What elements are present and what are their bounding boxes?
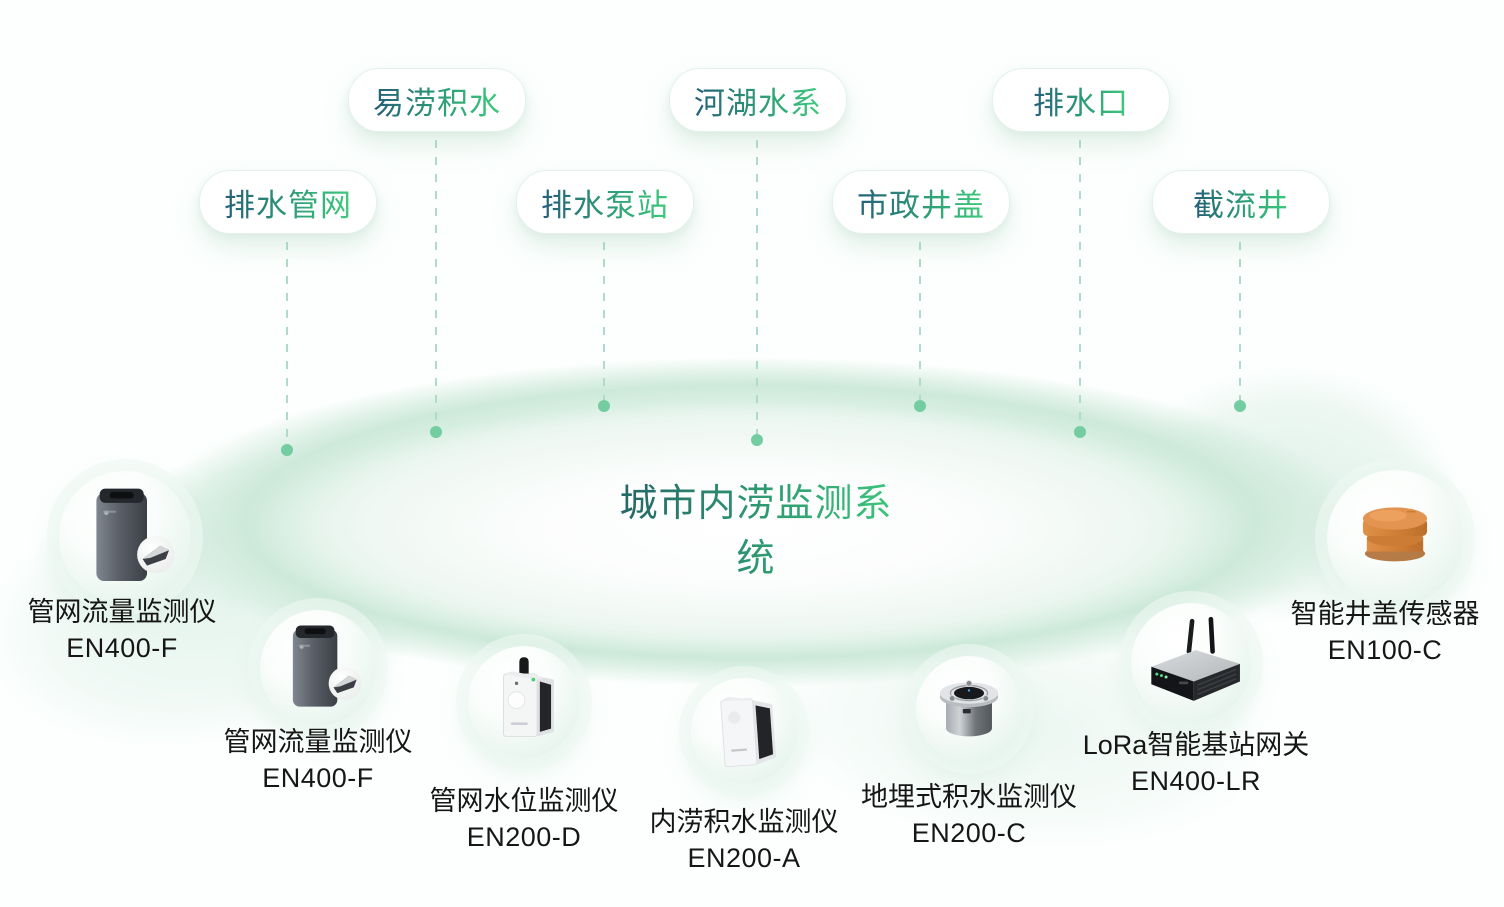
pill-municipal-manhole-cover: 市政井盖 — [832, 170, 1010, 234]
pill-label: 易涝积水 — [373, 78, 501, 123]
pipe-flow-monitor-icon — [96, 488, 175, 581]
device-label: 管网流量监测仪 EN400-F — [0, 594, 262, 666]
buried-water-monitor-icon — [939, 680, 999, 737]
device-label: 管网流量监测仪 EN400-F — [178, 724, 458, 796]
connector-dot — [430, 426, 442, 438]
device-pod-lora-gateway — [1131, 603, 1251, 723]
device-model: EN200-C — [911, 818, 1027, 848]
pill-drain-outlet: 排水口 — [992, 68, 1170, 132]
pill-label: 河湖水系 — [694, 78, 822, 123]
device-pod-manhole-cover-sensor — [1327, 470, 1463, 606]
device-pod-waterlogging-monitor — [691, 678, 797, 784]
device-model: EN400-F — [66, 633, 178, 663]
device-model: EN200-A — [687, 843, 801, 873]
device-label: 智能井盖传感器 EN100-C — [1245, 596, 1504, 668]
pill-intercepting-well: 截流井 — [1152, 170, 1330, 234]
device-name: 管网流量监测仪 — [27, 597, 217, 627]
connector-line-municipal-manhole-cover — [914, 242, 926, 412]
connector-dot — [1234, 400, 1246, 412]
device-pod-pipe-flow-monitor-1 — [59, 471, 191, 603]
device-label: 地埋式积水监测仪 EN200-C — [829, 779, 1109, 851]
pill-label: 排水泵站 — [541, 180, 669, 225]
pipe-flow-monitor-icon — [292, 625, 362, 707]
pill-river-lake-system: 河湖水系 — [669, 68, 847, 132]
connector-line-drainage-pipe-network — [281, 242, 293, 456]
device-pod-pipe-water-level-monitor — [468, 646, 580, 758]
pill-label: 截流井 — [1193, 180, 1289, 225]
pill-label: 排水管网 — [224, 180, 352, 225]
pill-drainage-pipe-network: 排水管网 — [199, 170, 377, 234]
device-label: 管网水位监测仪 EN200-D — [384, 783, 664, 855]
device-pod-pipe-flow-monitor-2 — [260, 610, 376, 726]
manhole-cover-sensor-icon — [1362, 507, 1428, 562]
device-label: 内涝积水监测仪 EN200-A — [604, 804, 884, 876]
device-label: LoRa智能基站网关 EN400-LR — [1056, 727, 1336, 799]
connector-dot — [281, 444, 293, 456]
connector-dot — [1074, 426, 1086, 438]
connector-dot — [598, 400, 610, 412]
device-name: LoRa智能基站网关 — [1082, 730, 1310, 760]
device-name: 管网流量监测仪 — [223, 727, 413, 757]
device-model: EN100-C — [1327, 635, 1443, 665]
device-name: 内涝积水监测仪 — [649, 807, 839, 837]
device-model: EN200-D — [466, 822, 582, 852]
connector-line-intercepting-well — [1234, 242, 1246, 412]
connector-dot — [914, 400, 926, 412]
device-name: 智能井盖传感器 — [1290, 599, 1480, 629]
pill-label: 市政井盖 — [857, 180, 985, 225]
connector-line-drainage-pump-station — [598, 242, 610, 412]
connector-line-flood-prone-water — [430, 140, 442, 438]
device-pod-buried-water-monitor — [916, 656, 1022, 762]
lora-gateway-icon — [1151, 616, 1240, 701]
device-model: EN400-LR — [1130, 766, 1262, 796]
pill-label: 排水口 — [1033, 78, 1129, 123]
system-ellipse-inner — [255, 400, 1245, 655]
connector-dot — [751, 434, 763, 446]
pill-flood-prone-water: 易涝积水 — [348, 68, 526, 132]
device-name: 地埋式积水监测仪 — [861, 782, 1077, 812]
connector-line-drain-outlet — [1074, 140, 1086, 438]
device-model: EN400-F — [262, 763, 374, 793]
waterlogging-monitor-icon — [720, 696, 776, 768]
pill-drainage-pump-station: 排水泵站 — [516, 170, 694, 234]
pipe-water-level-monitor-icon — [503, 657, 554, 737]
system-title: 城市内涝监测系统 — [601, 472, 911, 582]
connector-line-river-lake-system — [751, 140, 763, 446]
device-name: 管网水位监测仪 — [429, 786, 619, 816]
